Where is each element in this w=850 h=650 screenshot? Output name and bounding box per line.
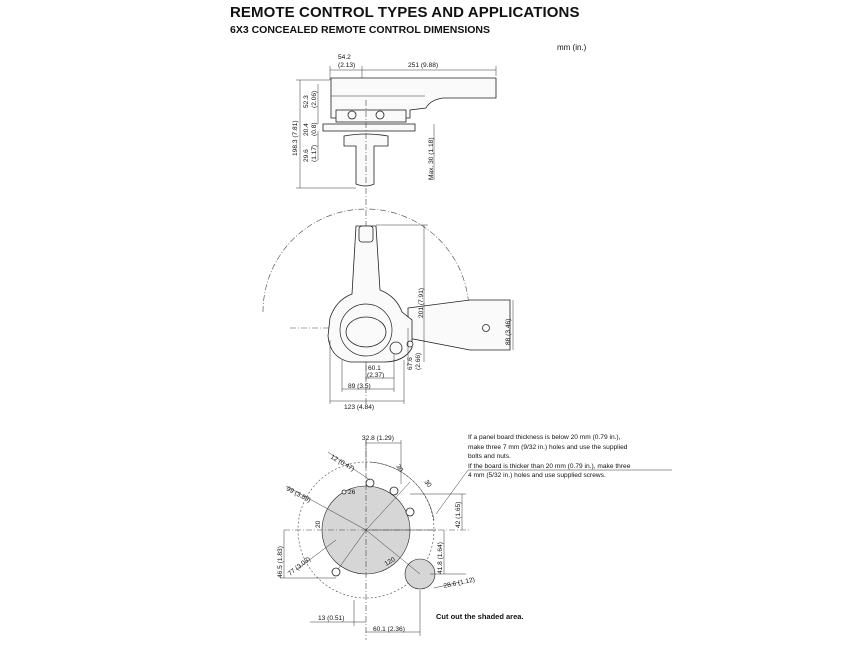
- dim-89: 89 (3.5): [348, 383, 371, 390]
- dim-201: 201 (7.91): [418, 288, 425, 318]
- lever-grip: [358, 225, 374, 243]
- note-line: If the board is thicker than 20 mm (0.79…: [468, 462, 631, 470]
- dim-28-6: 28.6 (1.12): [443, 576, 476, 589]
- dim-13: 13 (0.51): [318, 615, 344, 622]
- housing-top: [330, 77, 497, 119]
- dim-29-6: 29.6: [303, 149, 310, 162]
- dim-max-30: Max. 30 (1.18): [428, 137, 435, 180]
- dim-54-2-in: (2.13): [338, 62, 355, 69]
- dim-54-2: 54.2: [338, 54, 351, 61]
- dim-42: 42 (1.65): [455, 502, 462, 528]
- dim-46-5: 46.5 (1.83): [277, 546, 284, 578]
- bolt-hole-side: [405, 507, 415, 517]
- dim-198-3: 198.3 (7.81): [292, 120, 299, 156]
- top-view: 54.2 (2.13) 251 (9.88) 198.3 (7.81) 52.3…: [292, 54, 497, 222]
- dim-123: 123 (4.84): [344, 404, 374, 411]
- dim-99: 99 (3.89): [285, 486, 312, 505]
- dim-30-a: 30: [394, 464, 404, 474]
- page-title: REMOTE CONTROL TYPES AND APPLICATIONS: [230, 4, 580, 21]
- dim-67-6-in: (2.66): [415, 353, 422, 370]
- dim-67-6: 67.6: [407, 357, 414, 370]
- dim-20: 20: [315, 520, 322, 528]
- mounting-note: If a panel board thickness is below 20 m…: [468, 433, 673, 481]
- dim-88: 88 (3.46): [505, 319, 512, 345]
- hub: [345, 316, 387, 348]
- note-line: 4 mm (5/32 in.) holes and use supplied s…: [468, 472, 606, 480]
- dim-20-4: 20.4: [303, 123, 310, 136]
- bolt-hole-right: [389, 486, 399, 496]
- dim-52-3: 52.3: [303, 95, 310, 108]
- cutout-caption: Cut out the shaded area.: [436, 612, 524, 621]
- mount-plate: [335, 109, 407, 123]
- dim-251: 251 (9.88): [408, 62, 438, 69]
- dim-32-8: 32.8 (1.29): [362, 435, 394, 442]
- bracket-bolt: [482, 324, 490, 332]
- dim-29-6-in: (1.17): [311, 145, 318, 162]
- pivot-pin: [406, 340, 414, 348]
- small-hole: [341, 489, 347, 495]
- page-subtitle: 6X3 CONCEALED REMOTE CONTROL DIMENSIONS: [230, 24, 490, 36]
- note-line: bolts and nuts.: [468, 453, 511, 461]
- dim-30-b: 30: [422, 479, 432, 489]
- dim-60-1: 60.1: [368, 365, 381, 372]
- bolt-hole-top: [365, 478, 375, 488]
- nut-right: [375, 110, 385, 120]
- dim-52-3-in: (2.06): [311, 91, 318, 108]
- dim-26: 26: [348, 489, 356, 496]
- note-line: make three 7 mm (9/32 in.) holes and use…: [468, 443, 628, 451]
- dim-120: 120: [384, 556, 397, 568]
- nut-left: [347, 110, 357, 120]
- dim-41-8: 41.8 (1.64): [437, 542, 444, 574]
- unit-label: mm (in.): [557, 43, 587, 52]
- dim-60-1-in: (2.37): [367, 372, 384, 379]
- bolt-hole-bottom: [331, 567, 341, 577]
- dim-77: 77 (3.03): [287, 556, 312, 578]
- panel-board: [322, 123, 416, 132]
- dim-60-1-b: 60.1 (2.36): [373, 626, 405, 633]
- side-view: 201 (7.91) 88 (3.46) 67.6 (2.66) 60.1 (2…: [262, 208, 514, 411]
- pivot-bolt: [389, 341, 403, 355]
- dim-20-4-in: (0.8): [311, 122, 318, 136]
- note-line: If a panel board thickness is below 20 m…: [468, 434, 621, 441]
